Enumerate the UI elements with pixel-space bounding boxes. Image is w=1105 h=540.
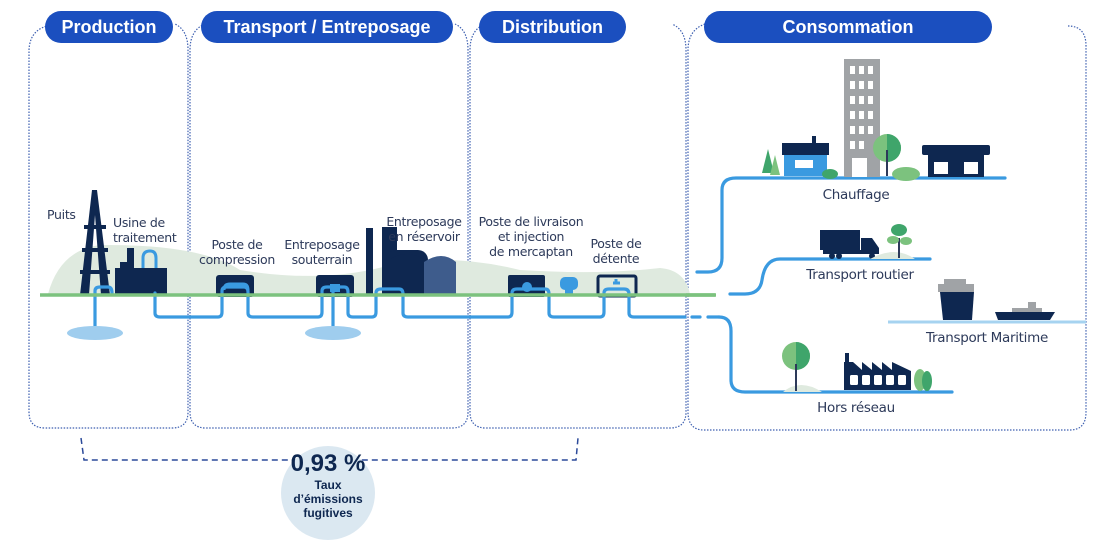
storage-cavern-icon [305, 326, 361, 340]
stage-pill-transport: Transport / Entreposage [201, 11, 453, 43]
roadside-tree-icon [887, 224, 912, 258]
label-usine: Usine de traitement [113, 215, 177, 245]
label-detente-line2: détente [592, 251, 640, 266]
label-chauffage: Chauffage [822, 187, 890, 203]
consommation-section-border [687, 23, 1087, 431]
emissions-brace [80, 437, 579, 461]
label-compression-line2: compression [199, 252, 275, 267]
tanker-ship-icon [995, 302, 1055, 320]
hors-reseau-branch [717, 315, 954, 394]
label-livraison-line3: de mercaptan [489, 244, 573, 259]
label-souterrain: Entreposage souterrain [284, 237, 360, 267]
label-reservoir-line2: en réservoir [388, 229, 460, 244]
emissions-rate-value: 0,93 % [290, 450, 366, 477]
label-livraison-line2: et injection [497, 229, 565, 244]
stage-pill-production: Production [45, 11, 173, 43]
emissions-caption-line1: Taux [314, 478, 342, 492]
heating-scene-icon [762, 59, 990, 181]
label-detente: Poste de détente [584, 236, 648, 266]
stage-pill-consommation: Consommation [704, 11, 992, 43]
emissions-caption-line2: d’émissions [293, 492, 363, 506]
off-grid-tree-icon [782, 342, 810, 391]
well-pipe [93, 285, 114, 332]
label-reservoir-line1: Entreposage [386, 214, 462, 229]
label-detente-line1: Poste de [590, 236, 642, 251]
label-compression: Poste de compression [198, 237, 276, 267]
label-transport-maritime: Transport Maritime [926, 330, 1048, 346]
label-livraison-line1: Poste de livraison [478, 214, 584, 229]
label-usine-line1: Usine de [113, 215, 165, 230]
processing-plant-icon [115, 248, 167, 295]
emissions-rate-caption: Taux d’émissions fugitives [270, 478, 386, 520]
label-hors-reseau: Hors réseau [817, 400, 895, 416]
truck-icon [820, 230, 879, 259]
label-livraison: Poste de livraison et injection de merca… [474, 214, 588, 259]
cargo-ship-icon [938, 279, 974, 320]
well-derrick-icon [80, 190, 110, 295]
reservoir-icon [382, 227, 456, 295]
label-souterrain-line2: souterrain [291, 252, 353, 267]
chimney-icon [366, 228, 373, 295]
chauffage-branch [695, 176, 1007, 274]
distribution-section-border [469, 23, 687, 429]
stage-pill-distribution: Distribution [479, 11, 626, 43]
label-compression-line1: Poste de [211, 237, 263, 252]
main-pipe [153, 285, 687, 319]
label-puits: Puits [47, 207, 76, 222]
label-transport-routier: Transport routier [806, 267, 914, 283]
production-section-border [28, 23, 189, 429]
label-reservoir: Entreposage en réservoir [385, 214, 463, 244]
emissions-caption-line3: fugitives [303, 506, 353, 520]
routier-branch [728, 257, 932, 296]
emissions-badge [281, 446, 375, 540]
gas-field-icon [67, 326, 123, 340]
label-usine-line2: traitement [113, 230, 177, 245]
label-souterrain-line1: Entreposage [284, 237, 360, 252]
